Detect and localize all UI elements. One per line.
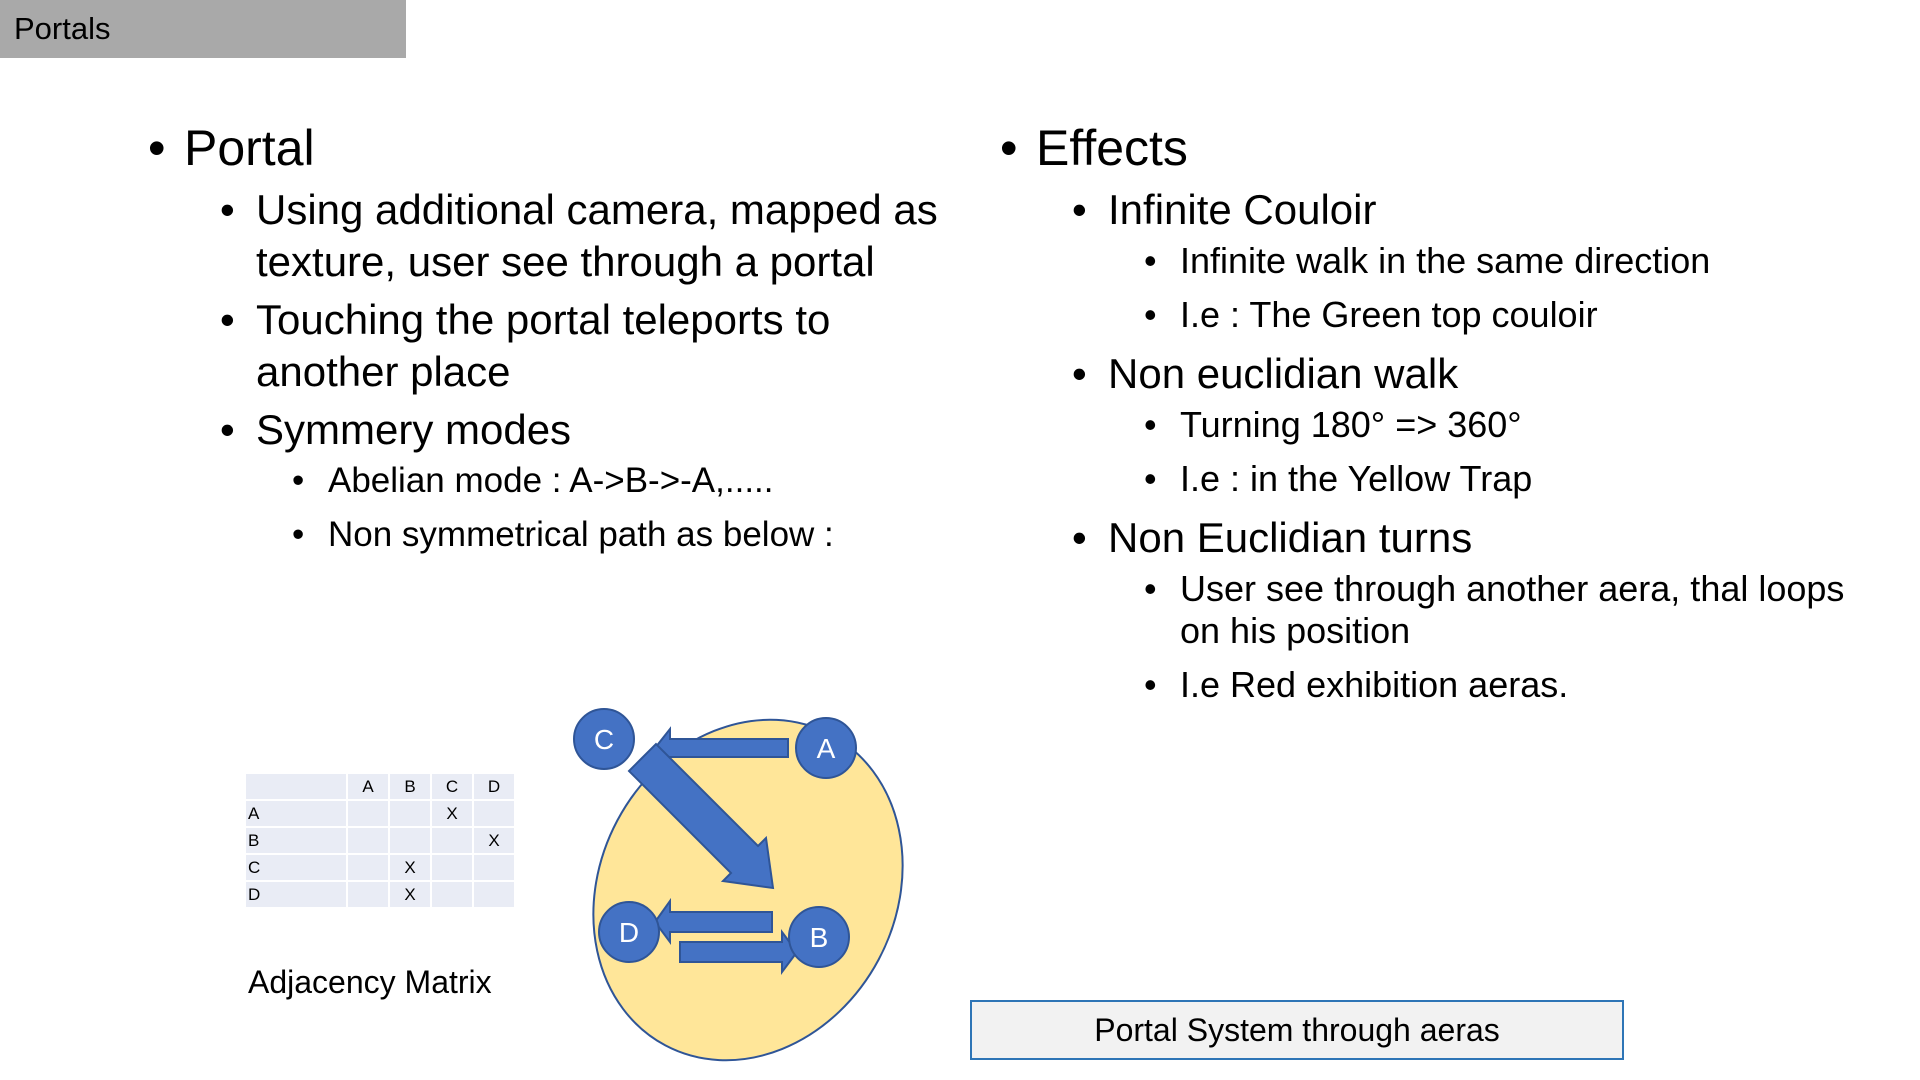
portal-point-camera: Using additional camera, mapped as textu… xyxy=(220,184,948,288)
section-tag: Portals xyxy=(0,0,406,58)
effect-detail: Turning 180° => 360° xyxy=(1144,404,1880,446)
row-label: B xyxy=(246,828,346,853)
table-cell: X xyxy=(390,855,430,880)
table-cell xyxy=(246,774,346,799)
node-d-label: D xyxy=(619,917,639,948)
table-header-cell: C xyxy=(432,774,472,799)
row-label: A xyxy=(246,801,346,826)
table-cell xyxy=(390,828,430,853)
table-header-row: A B C D xyxy=(246,774,514,799)
arrow-c-to-b xyxy=(627,742,775,890)
portal-point-symmetry: Symmery modes Abelian mode : A->B->-A,..… xyxy=(220,404,948,556)
table-header-cell: D xyxy=(474,774,514,799)
adjacency-matrix-table: A B C D A X B X C X D X xyxy=(244,772,516,909)
table-cell: X xyxy=(390,882,430,907)
effect-example: I.e : in the Yellow Trap xyxy=(1144,458,1880,500)
portal-point-teleport: Touching the portal teleports to another… xyxy=(220,294,948,398)
node-c-label: C xyxy=(594,724,614,755)
effect-non-euclidian-walk: Non euclidian walk Turning 180° => 360° … xyxy=(1072,348,1880,500)
node-d xyxy=(598,901,660,963)
node-b xyxy=(788,906,850,968)
portal-graph-diagram: C A D B xyxy=(573,708,904,1062)
effect-infinite-couloir: Infinite Couloir Infinite walk in the sa… xyxy=(1072,184,1880,336)
node-c xyxy=(573,708,635,770)
table-cell xyxy=(474,882,514,907)
effect-example: I.e : The Green top couloir xyxy=(1144,294,1880,336)
table-cell xyxy=(348,801,388,826)
portal-system-caption-box: Portal System through aeras xyxy=(970,1000,1624,1060)
node-a xyxy=(795,717,857,779)
table-cell xyxy=(348,882,388,907)
table-cell xyxy=(432,855,472,880)
arrow-b-to-d xyxy=(653,897,773,945)
row-label: D xyxy=(246,882,346,907)
table-row: C X xyxy=(246,855,514,880)
table-cell xyxy=(390,801,430,826)
node-b-label: B xyxy=(810,922,829,953)
portal-column: Portal Using additional camera, mapped a… xyxy=(148,116,948,568)
table-cell xyxy=(348,828,388,853)
effects-column: Effects Infinite Couloir Infinite walk i… xyxy=(1000,116,1880,718)
table-cell xyxy=(432,828,472,853)
effect-example: I.e Red exhibition aeras. xyxy=(1144,664,1880,706)
symmetry-non-symmetric: Non symmetrical path as below : xyxy=(292,514,948,556)
table-cell: X xyxy=(474,828,514,853)
effect-detail: Infinite walk in the same direction xyxy=(1144,240,1880,282)
table-row: D X xyxy=(246,882,514,907)
row-label: C xyxy=(246,855,346,880)
table-cell xyxy=(432,882,472,907)
portal-heading: Portal Using additional camera, mapped a… xyxy=(148,116,948,556)
table-cell: X xyxy=(432,801,472,826)
effects-heading: Effects Infinite Couloir Infinite walk i… xyxy=(1000,116,1880,706)
effect-detail: User see through another aera, thal loop… xyxy=(1144,568,1880,652)
table-row: A X xyxy=(246,801,514,826)
node-a-label: A xyxy=(817,733,836,764)
symmetry-abelian: Abelian mode : A->B->-A,..... xyxy=(292,460,948,502)
table-cell xyxy=(474,801,514,826)
effect-non-euclidian-turns: Non Euclidian turns User see through ano… xyxy=(1072,512,1880,706)
table-cell xyxy=(348,855,388,880)
table-header-cell: B xyxy=(390,774,430,799)
table-row: B X xyxy=(246,828,514,853)
arrow-d-to-b xyxy=(679,929,799,975)
table-header-cell: A xyxy=(348,774,388,799)
matrix-caption: Adjacency Matrix xyxy=(248,964,492,1000)
table-cell xyxy=(474,855,514,880)
